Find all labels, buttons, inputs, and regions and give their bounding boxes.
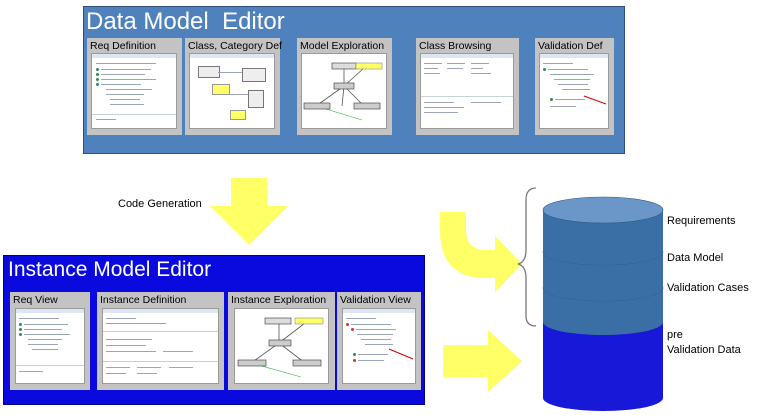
- card-req-view: Req View: [10, 292, 90, 390]
- card-label: Validation Def: [538, 40, 603, 52]
- card-label: Class, Category Def: [188, 40, 282, 52]
- data-model-editor-panel: Data Model Editor Req Definition Class, …: [83, 6, 625, 154]
- card-label: Req View: [13, 294, 58, 306]
- model-exploration-screenshot: [301, 53, 387, 129]
- card-label: Req Definition: [90, 40, 156, 52]
- validation-def-screenshot: [539, 53, 609, 129]
- card-instance-exploration: Instance Exploration: [228, 292, 335, 390]
- card-label: Validation View: [340, 294, 411, 306]
- instance-model-editor-title: Instance Model Editor: [8, 258, 212, 281]
- card-req-definition: Req Definition: [87, 38, 182, 135]
- card-validation-view: Validation View: [337, 292, 421, 390]
- card-class-browsing: Class Browsing: [416, 38, 519, 135]
- instance-model-editor-panel: Instance Model Editor Req View Instance …: [3, 255, 425, 405]
- data-model-editor-title: Data Model Editor: [86, 8, 285, 35]
- card-label: Class Browsing: [419, 40, 492, 52]
- validation-view-screenshot: [342, 308, 416, 384]
- code-generation-label: Code Generation: [118, 198, 202, 210]
- database-cylinder: [542, 196, 664, 411]
- instance-definition-screenshot: [102, 308, 219, 384]
- instance-exploration-screenshot: [234, 308, 329, 384]
- card-model-exploration: Model Exploration: [297, 38, 392, 135]
- code-generation-arrow: [210, 178, 288, 245]
- curly-brace: [517, 187, 537, 327]
- card-validation-def: Validation Def: [535, 38, 614, 135]
- card-label: Instance Definition: [100, 294, 187, 306]
- card-label: Model Exploration: [300, 40, 385, 52]
- class-category-def-screenshot: [189, 53, 275, 129]
- card-class-category-def: Class, Category Def: [185, 38, 282, 135]
- db-label-validation-cases: Validation Cases: [667, 282, 749, 294]
- bottom-to-database-arrow: [443, 330, 522, 392]
- card-label: Instance Exploration: [231, 294, 327, 306]
- card-instance-definition: Instance Definition: [97, 292, 224, 390]
- db-label-pre-validation-data: pre Validation Data: [667, 329, 741, 356]
- req-view-screenshot: [15, 308, 85, 384]
- class-browsing-screenshot: [420, 53, 514, 129]
- req-definition-screenshot: [91, 53, 177, 129]
- db-label-data-model: Data Model: [667, 252, 724, 264]
- top-to-database-arrow: [440, 212, 522, 292]
- db-label-requirements: Requirements: [667, 215, 736, 227]
